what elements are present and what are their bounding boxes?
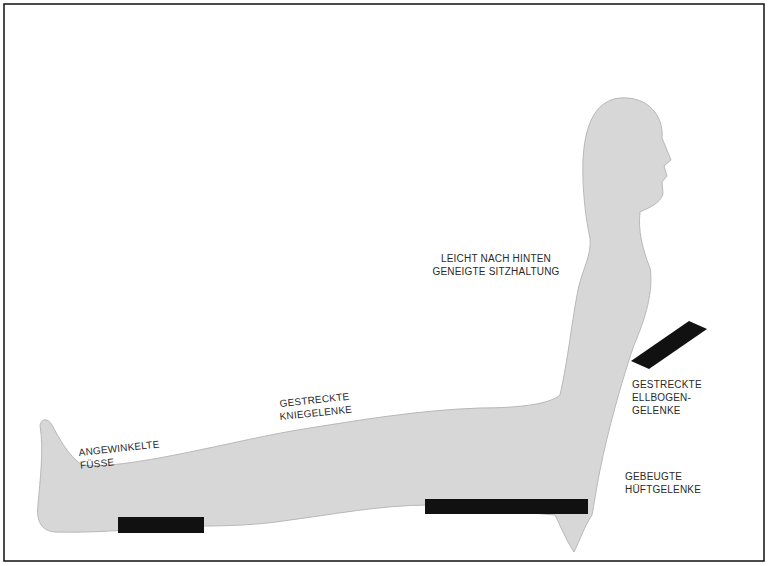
annotation-label: GESTRECKTE KNIEGELENKE — [270, 389, 360, 424]
frame — [4, 4, 764, 561]
seat-support — [425, 499, 588, 514]
annotation-label: GEBEUGTE HÜFTGELENKE — [625, 470, 707, 496]
annotation-label: LEICHT NACH HINTEN GENEIGTE SITZHALTUNG — [420, 252, 572, 278]
backrest-support — [631, 321, 707, 369]
annotation-label: ANGEWINKELTE FÜSSE — [78, 435, 185, 472]
body-silhouette — [38, 98, 671, 552]
foot-support — [118, 517, 204, 533]
annotation-label: GESTRECKTE ELLBOGEN- GELENKE — [632, 378, 707, 417]
